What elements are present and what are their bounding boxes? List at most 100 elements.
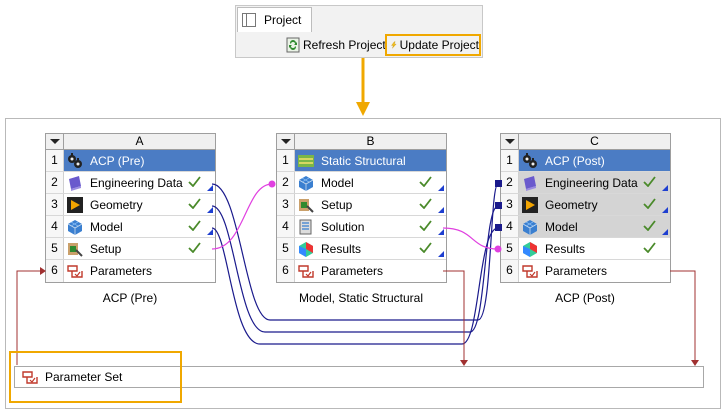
cell-label: ACP (Pre): [90, 153, 145, 168]
cell-number: 5: [501, 238, 519, 259]
cell-content[interactable]: Parameters: [295, 260, 446, 282]
project-tab-icon: [242, 13, 256, 27]
cell-content[interactable]: Setup: [64, 238, 215, 259]
up-to-date-check-icon: [419, 198, 432, 209]
cell-content[interactable]: Geometry: [519, 194, 670, 215]
cell-content[interactable]: ACP (Post): [519, 150, 670, 171]
cell-number: 4: [501, 216, 519, 237]
tab-project[interactable]: Project: [237, 7, 312, 32]
up-to-date-check-icon: [643, 220, 656, 231]
geometry-icon: [521, 196, 539, 214]
solution-icon: [297, 218, 315, 236]
cell-number: 6: [46, 260, 64, 282]
up-to-date-check-icon: [188, 242, 201, 253]
refresh-project-button[interactable]: Refresh Project: [286, 34, 386, 56]
link-corner-icon: [207, 207, 213, 213]
lightning-icon: [391, 41, 397, 49]
cell-label: Setup: [321, 197, 353, 212]
cell-label: Engineering Data: [90, 175, 183, 190]
cell-content[interactable]: ACP (Pre): [64, 150, 215, 171]
up-to-date-check-icon: [419, 242, 432, 253]
parameter-set-icon: [22, 371, 38, 384]
cell-content[interactable]: Engineering Data: [519, 172, 670, 193]
results-icon: [521, 240, 539, 258]
cell-content[interactable]: Parameters: [64, 260, 215, 282]
refresh-project-label: Refresh Project: [303, 38, 386, 52]
system-cell-model[interactable]: 4 Model: [501, 216, 670, 238]
cell-label: Geometry: [90, 197, 143, 212]
system-caption[interactable]: Model, Static Structural: [298, 291, 424, 305]
up-to-date-check-icon: [643, 176, 656, 187]
up-to-date-check-icon: [419, 220, 432, 231]
system-header: C: [501, 134, 670, 150]
model-icon: [297, 174, 315, 192]
project-toolbar: Project Refresh Project Update Project: [235, 5, 483, 58]
cell-label: Model: [545, 219, 578, 234]
cell-content[interactable]: Solution: [295, 216, 446, 237]
cell-content[interactable]: Geometry: [64, 194, 215, 215]
cell-number: 1: [501, 150, 519, 171]
system-cell-parameters[interactable]: 6 Parameters: [46, 260, 215, 282]
static-structural-icon: [297, 152, 315, 170]
engineering-data-icon: [521, 174, 539, 192]
parameters-icon: [297, 262, 315, 280]
system-menu-arrow-icon[interactable]: [46, 134, 64, 149]
system-cell-setup[interactable]: 3 Setup: [277, 194, 446, 216]
link-corner-icon: [438, 251, 444, 257]
cell-label: Parameters: [90, 264, 153, 278]
cell-content[interactable]: Model: [519, 216, 670, 237]
parameter-set-bar[interactable]: Parameter Set: [14, 366, 704, 388]
cell-number: 2: [46, 172, 64, 193]
cell-content[interactable]: Results: [295, 238, 446, 259]
cell-number: 3: [46, 194, 64, 215]
cell-content[interactable]: Engineering Data: [64, 172, 215, 193]
cell-content[interactable]: Results: [519, 238, 670, 259]
up-to-date-check-icon: [188, 220, 201, 231]
system-menu-arrow-icon[interactable]: [277, 134, 295, 149]
cell-label: Parameters: [321, 264, 384, 278]
system-menu-arrow-icon[interactable]: [501, 134, 519, 149]
model-icon: [66, 218, 84, 236]
geometry-icon: [66, 196, 84, 214]
refresh-icon: [286, 37, 300, 53]
parameter-set-highlight: [9, 351, 182, 403]
cell-label: Engineering Data: [545, 175, 638, 190]
system-caption[interactable]: ACP (Post): [555, 291, 615, 305]
link-corner-icon: [207, 185, 213, 191]
acp-gear-icon: [66, 152, 84, 170]
cell-number: 3: [277, 194, 295, 215]
system-cell-engineering-data[interactable]: 2 Engineering Data: [46, 172, 215, 194]
cell-content[interactable]: Model: [295, 172, 446, 193]
cell-content[interactable]: Setup: [295, 194, 446, 215]
cell-number: 5: [46, 238, 64, 259]
system-cell-geometry[interactable]: 3 Geometry: [46, 194, 215, 216]
cell-number: 5: [277, 238, 295, 259]
cell-content[interactable]: Parameters: [519, 260, 670, 282]
cell-label: Model: [321, 175, 354, 190]
model-icon: [521, 218, 539, 236]
link-corner-icon: [438, 229, 444, 235]
cell-content[interactable]: Model: [64, 216, 215, 237]
up-to-date-check-icon: [643, 242, 656, 253]
results-icon: [297, 240, 315, 258]
system-caption[interactable]: ACP (Pre): [102, 291, 158, 305]
update-project-button[interactable]: Update Project: [385, 34, 481, 56]
cell-label: Static Structural: [321, 153, 406, 168]
cell-content[interactable]: Static Structural: [295, 150, 446, 171]
